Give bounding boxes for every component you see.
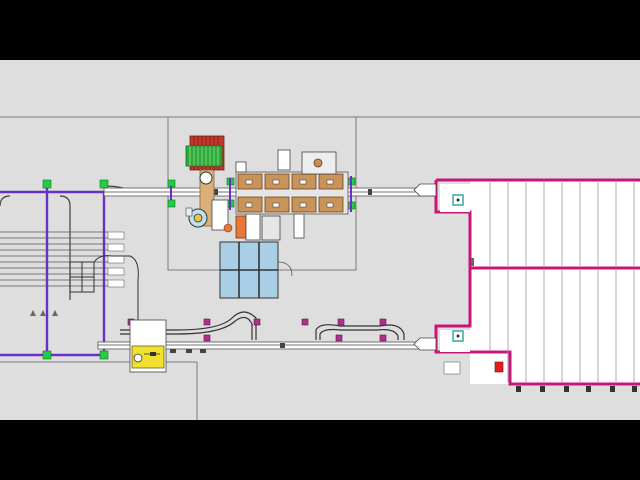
main-conveyor-stops bbox=[170, 176, 352, 212]
glass-room bbox=[219, 241, 293, 299]
letterbox-bottom bbox=[0, 420, 640, 480]
rack-end-caps bbox=[107, 231, 125, 288]
upper-machines bbox=[235, 149, 337, 239]
central-processing-cell bbox=[185, 169, 281, 241]
left-loop-nodes bbox=[42, 179, 109, 360]
raw-material-racks bbox=[0, 231, 108, 287]
warning-triangles bbox=[30, 310, 58, 316]
cooling-coil-unit bbox=[185, 135, 225, 171]
clean-room-bays bbox=[413, 178, 640, 392]
yellow-control-cabinet bbox=[129, 319, 167, 373]
letterbox-top bbox=[0, 0, 640, 60]
carton-buffer-conveyor bbox=[235, 171, 349, 215]
left-storage-loop bbox=[0, 186, 106, 357]
rack-transfer-cart bbox=[69, 255, 139, 340]
